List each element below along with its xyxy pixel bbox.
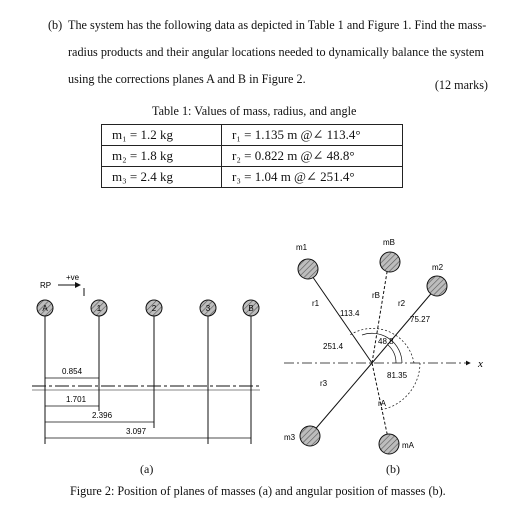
dim-label: 3.097 [126,427,147,436]
question-label: (b) [48,18,63,32]
angle-arc [361,332,403,364]
radius-angle-cell: r₁ = 1.135 m @∠ 113.4° [221,124,403,146]
svg-text:mA: mA [402,441,415,450]
rp-label: RP [40,281,51,290]
radius-angle-cell: r₃ = 1.04 m @∠ 251.4° [221,166,403,188]
radius-label: rA [378,399,387,408]
figure-a: RP +ve A 1 2 3 B [32,273,260,444]
radius-r2 [371,288,436,364]
mass-cell: m₂ = 1.8 kg [101,145,222,167]
angle-label: 81.35 [387,371,408,380]
svg-text:B: B [248,304,253,313]
plane-a-mass: A [36,299,54,317]
mass-m3: m3 [284,425,321,447]
plane-1-mass: 1 [90,299,108,317]
angle-arc [379,362,421,411]
question-text: (b) The system has the following data as… [48,12,488,93]
dim-label: 1.701 [66,395,87,404]
values-table: m₁ = 1.2 kg r₁ = 1.135 m @∠ 113.4° m₂ = … [101,124,403,188]
radius-angle-cell: r₂ = 0.822 m @∠ 48.8° [221,145,403,167]
radius-label: r3 [320,379,328,388]
angle-label: 75.27 [410,315,431,324]
plane-b-mass: B [242,299,260,317]
figure-b: x m1 mB m2 m3 mA [284,238,483,455]
table-row: m₁ = 1.2 kg r₁ = 1.135 m @∠ 113.4° [101,124,403,146]
dim-label: 2.396 [92,411,113,420]
svg-text:m2: m2 [432,263,444,272]
figure-2: RP +ve A 1 2 3 B [32,238,483,455]
plane-2-mass: 2 [145,299,163,317]
radius-ra [371,362,389,439]
radius-label: r2 [398,299,406,308]
mass-cell: m₁ = 1.2 kg [101,124,222,146]
table-row: m₃ = 2.4 kg r₃ = 1.04 m @∠ 251.4° [101,166,403,188]
svg-text:m3: m3 [284,433,296,442]
mass-m1: m1 [296,243,319,280]
mass-m2: m2 [426,263,448,297]
mass-cell: m₃ = 2.4 kg [101,166,222,188]
svg-text:2: 2 [152,304,157,313]
svg-text:3: 3 [206,304,211,313]
radius-label: r1 [312,299,320,308]
angle-label: 251.4 [323,342,344,351]
angle-arc [349,328,415,364]
angle-label: 48.8 [378,337,394,346]
figure-caption: Figure 2: Position of planes of masses (… [70,484,446,498]
table-caption: Table 1: Values of mass, radius, and ang… [152,104,357,118]
plane-3-mass: 3 [199,299,217,317]
subfigure-a-label: (a) [140,462,154,476]
question-body: The system has the following data as dep… [68,18,487,86]
marks: (12 marks) [434,78,488,92]
radius-label: rB [372,291,380,300]
dim-label: 0.854 [62,367,83,376]
subfigure-b-label: (b) [386,462,400,476]
mass-mb: mB [379,238,401,273]
table-row: m₂ = 1.8 kg r₂ = 0.822 m @∠ 48.8° [101,145,403,167]
angle-arc [387,344,397,364]
radius-r3 [311,362,373,434]
svg-text:mB: mB [383,238,395,247]
positive-direction-label: +ve [66,273,80,282]
angle-label: 113.4 [340,309,360,318]
svg-text:m1: m1 [296,243,308,252]
radius-r1 [309,272,373,364]
radius-rb [371,265,389,364]
mass-ma: mA [378,433,415,455]
svg-text:1: 1 [97,304,102,313]
svg-text:A: A [42,304,48,313]
x-axis-label: x [477,358,483,370]
